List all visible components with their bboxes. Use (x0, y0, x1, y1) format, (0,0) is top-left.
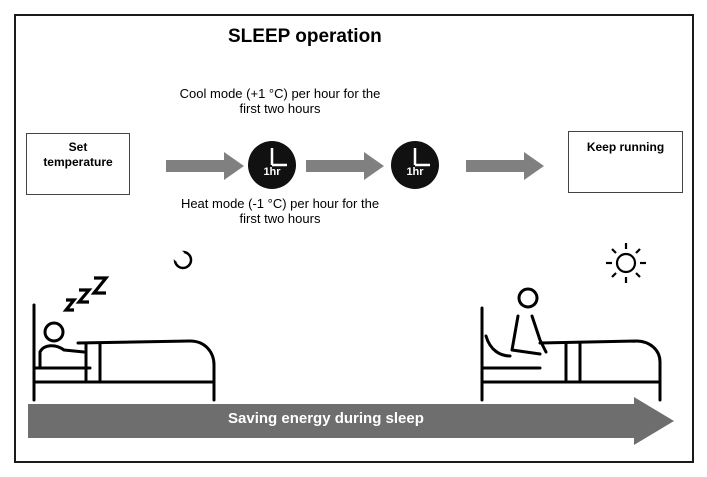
sun-icon (606, 243, 646, 283)
one-hour-clock-2: 1hr (390, 140, 440, 190)
flow-arrow-1 (166, 152, 244, 180)
flow-arrow-3 (466, 152, 544, 180)
cool-mode-note: Cool mode (+1 °C) per hour for the first… (155, 86, 405, 116)
diagram-frame (14, 14, 694, 463)
heat-mode-note-line2: first two hours (239, 211, 321, 226)
keep-running-label: Keep running (586, 140, 665, 154)
diagram-title: SLEEP operation (228, 26, 382, 47)
energy-bar-arrow (28, 397, 674, 445)
flow-arrow-2 (306, 152, 384, 180)
cool-mode-note-line1: Cool mode (+1 °C) per hour for the (179, 86, 381, 101)
moon-icon (173, 250, 193, 270)
clock-2-label: 1hr (406, 166, 424, 178)
awake-bed-illustration (480, 287, 662, 402)
zzz-icon (62, 276, 110, 312)
energy-bar-label: Saving energy during sleep (228, 410, 424, 427)
one-hour-clock-1: 1hr (247, 140, 297, 190)
set-temperature-box: Set temperature (26, 133, 130, 195)
set-temperature-line1: Set (68, 140, 88, 154)
heat-mode-note: Heat mode (-1 °C) per hour for the first… (155, 196, 405, 226)
keep-running-box: Keep running (568, 131, 683, 193)
cool-mode-note-line2: first two hours (239, 101, 321, 116)
heat-mode-note-line1: Heat mode (-1 °C) per hour for the (180, 196, 380, 211)
clock-1-label: 1hr (263, 166, 281, 178)
set-temperature-line2: temperature (43, 155, 113, 169)
clock-icon (391, 141, 439, 189)
clock-icon (248, 141, 296, 189)
sleeping-bed-illustration (32, 303, 216, 402)
